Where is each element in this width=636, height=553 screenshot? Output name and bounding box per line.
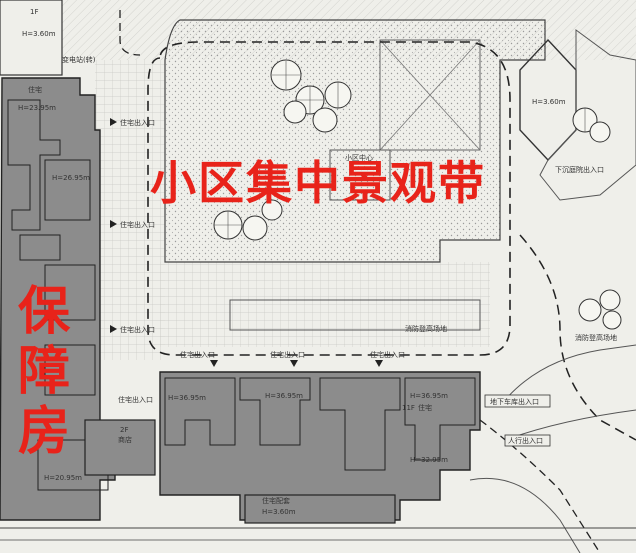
shop-label: 商店 bbox=[118, 435, 132, 444]
garden-path-square bbox=[379, 39, 481, 151]
support-facility-label: 住宅配套 bbox=[262, 496, 290, 505]
arrow-marker-icon bbox=[110, 118, 383, 367]
right-road-edge-1 bbox=[504, 344, 636, 401]
left-height-top-label: H=3.60m bbox=[22, 30, 56, 38]
right-road-edge-3 bbox=[469, 477, 581, 553]
landscape-garden-area bbox=[164, 19, 546, 263]
entrance-label-1: 住宅出入口 bbox=[120, 118, 155, 127]
fire-platform-label: 消防登高场地 bbox=[405, 324, 447, 333]
south-residence-label: 住宅 bbox=[418, 403, 432, 412]
fire-lane-north bbox=[119, 10, 141, 56]
fire-lane-label: 消防登高场地 bbox=[575, 333, 617, 342]
left-height-2395-label: H=23.95m bbox=[18, 104, 56, 112]
tree-spokes bbox=[214, 61, 586, 239]
underground-entry-label: 下沉庭院出入口 bbox=[555, 165, 604, 174]
entrance-label-6: 住宅出入口 bbox=[370, 350, 405, 359]
sunken-courtyard bbox=[539, 29, 636, 201]
south-height-b-label: H=36.95m bbox=[265, 392, 303, 400]
pedestrian-entry-box bbox=[504, 434, 551, 447]
right-height-label: H=3.60m bbox=[532, 98, 566, 106]
south-height-3295-label: H=32.95m bbox=[410, 456, 448, 464]
fire-lane-east bbox=[519, 234, 636, 441]
floor-2f-label: 2F bbox=[120, 426, 128, 434]
left-floor-label: 1F bbox=[30, 8, 38, 16]
vehicle-entry-box bbox=[484, 394, 551, 408]
south-height-a-label: H=36.95m bbox=[168, 394, 206, 402]
entrance-label-5: 住宅出入口 bbox=[270, 350, 305, 359]
left-height-2695-label: H=26.95m bbox=[52, 174, 90, 182]
road-grid-middle bbox=[160, 262, 490, 347]
fire-platform bbox=[229, 299, 481, 331]
south-height-c-label: H=36.95m bbox=[410, 392, 448, 400]
fire-lane-southeast bbox=[479, 419, 601, 553]
affordable-housing-block bbox=[0, 0, 156, 521]
center-pavilion bbox=[329, 149, 391, 201]
entrance-label-4: 住宅出入口 bbox=[180, 350, 215, 359]
substation-label: 变电站(转) bbox=[62, 55, 96, 64]
center-label: 小区中心 bbox=[345, 153, 373, 162]
road-grid-left bbox=[95, 60, 165, 360]
entrance-label-3: 住宅出入口 bbox=[120, 325, 155, 334]
support-height-label: H=3.60m bbox=[262, 508, 296, 516]
landscape-belt-label: 小区集中景观带 bbox=[150, 156, 486, 210]
south-residential-block bbox=[159, 371, 481, 524]
left-residence-label: 住宅 bbox=[28, 85, 42, 94]
affordable-housing-label: 保障房 bbox=[18, 282, 71, 462]
garden-path-diagonal-2 bbox=[379, 39, 481, 151]
fire-lane-loop bbox=[147, 41, 511, 356]
pedestrian-entry-label: 人行出入口 bbox=[508, 436, 543, 445]
vehicle-entry-label: 地下车库出入口 bbox=[490, 397, 539, 406]
left-height-2095-label: H=20.95m bbox=[44, 474, 82, 482]
south-floor-label: 11F bbox=[402, 404, 415, 412]
entrance-label-2: 住宅出入口 bbox=[120, 220, 155, 229]
entrance-label-7: 住宅出入口 bbox=[118, 395, 153, 404]
